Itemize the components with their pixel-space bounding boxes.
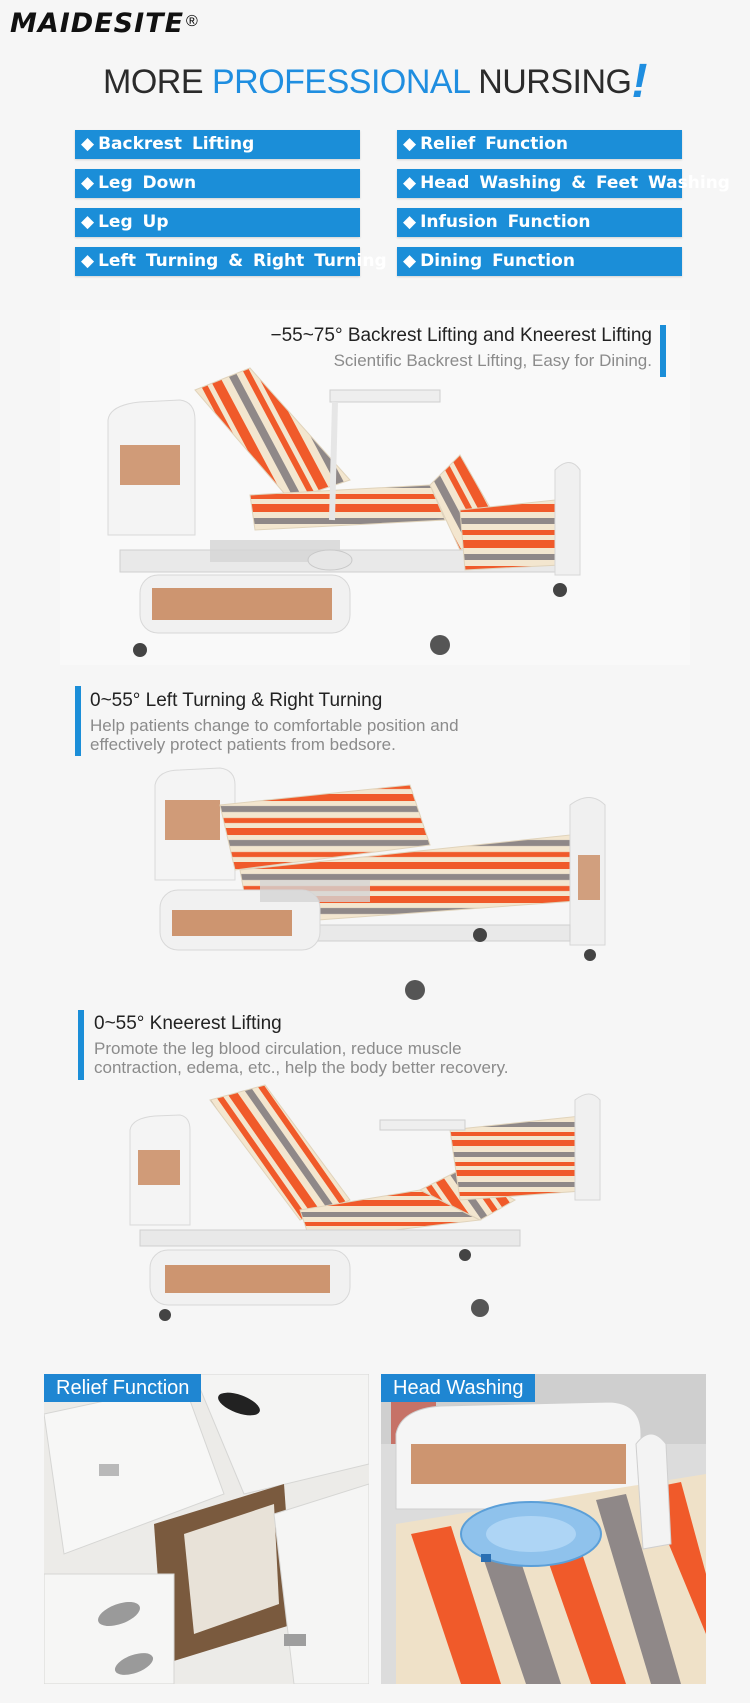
headline-part2: PROFESSIONAL (211, 63, 470, 101)
bed-illustration-turning (154, 767, 606, 1000)
feature-leg-down: ◆Leg Down (75, 169, 360, 198)
bed-illustration-backrest (107, 367, 581, 657)
feature-relief-function: ◆Relief Function (397, 130, 682, 159)
relief-function-label: Relief Function (44, 1374, 202, 1402)
backrest-title: −55~75° Backrest Lifting and Kneerest Li… (270, 325, 652, 346)
accent-bar (75, 686, 81, 756)
relief-photo-image (44, 1374, 369, 1684)
kneerest-line2: contraction, edema, etc., help the body … (94, 1058, 509, 1077)
bed-illustration-kneerest (129, 1084, 601, 1321)
kneerest-line1: Promote the leg blood circulation, reduc… (94, 1039, 462, 1058)
logo-text: MAIDESITE (10, 8, 185, 39)
accent-bar (78, 1010, 84, 1080)
headline-exclamation: ! (631, 55, 647, 108)
diamond-icon: ◆ (81, 251, 95, 271)
diamond-icon: ◆ (403, 251, 417, 271)
diamond-icon: ◆ (403, 134, 417, 154)
registered-mark: ® (186, 12, 198, 30)
feature-leg-up: ◆Leg Up (75, 208, 360, 237)
diamond-icon: ◆ (81, 173, 95, 193)
head-washing-image (381, 1374, 706, 1684)
feature-dining-function: ◆Dining Function (397, 247, 682, 276)
kneerest-title: 0~55° Kneerest Lifting (94, 1013, 282, 1034)
turning-line1: Help patients change to comfortable posi… (90, 716, 459, 735)
headline-part1: MORE (103, 63, 212, 101)
head-washing-photo (381, 1374, 706, 1684)
diamond-icon: ◆ (403, 212, 417, 232)
relief-function-photo (44, 1374, 369, 1684)
backrest-subtitle: Scientific Backrest Lifting, Easy for Di… (333, 351, 652, 370)
feature-infusion-function: ◆Infusion Function (397, 208, 682, 237)
diamond-icon: ◆ (81, 212, 95, 232)
brand-logo: MAIDESITE® (10, 8, 198, 48)
head-washing-label: Head Washing (381, 1374, 536, 1402)
turning-line2: effectively protect patients from bedsor… (90, 735, 396, 754)
headline-part3: NURSING (469, 63, 632, 101)
feature-left-right-turning: ◆Left Turning & Right Turning (75, 247, 387, 276)
page-headline: MORE PROFESSIONAL NURSING! (0, 50, 750, 108)
feature-head-feet-washing: ◆Head Washing & Feet Washing (397, 169, 730, 198)
diamond-icon: ◆ (81, 134, 95, 154)
feature-backrest-lifting: ◆Backrest Lifting (75, 130, 360, 159)
turning-title: 0~55° Left Turning & Right Turning (90, 690, 383, 711)
accent-bar (660, 325, 666, 377)
diamond-icon: ◆ (403, 173, 417, 193)
